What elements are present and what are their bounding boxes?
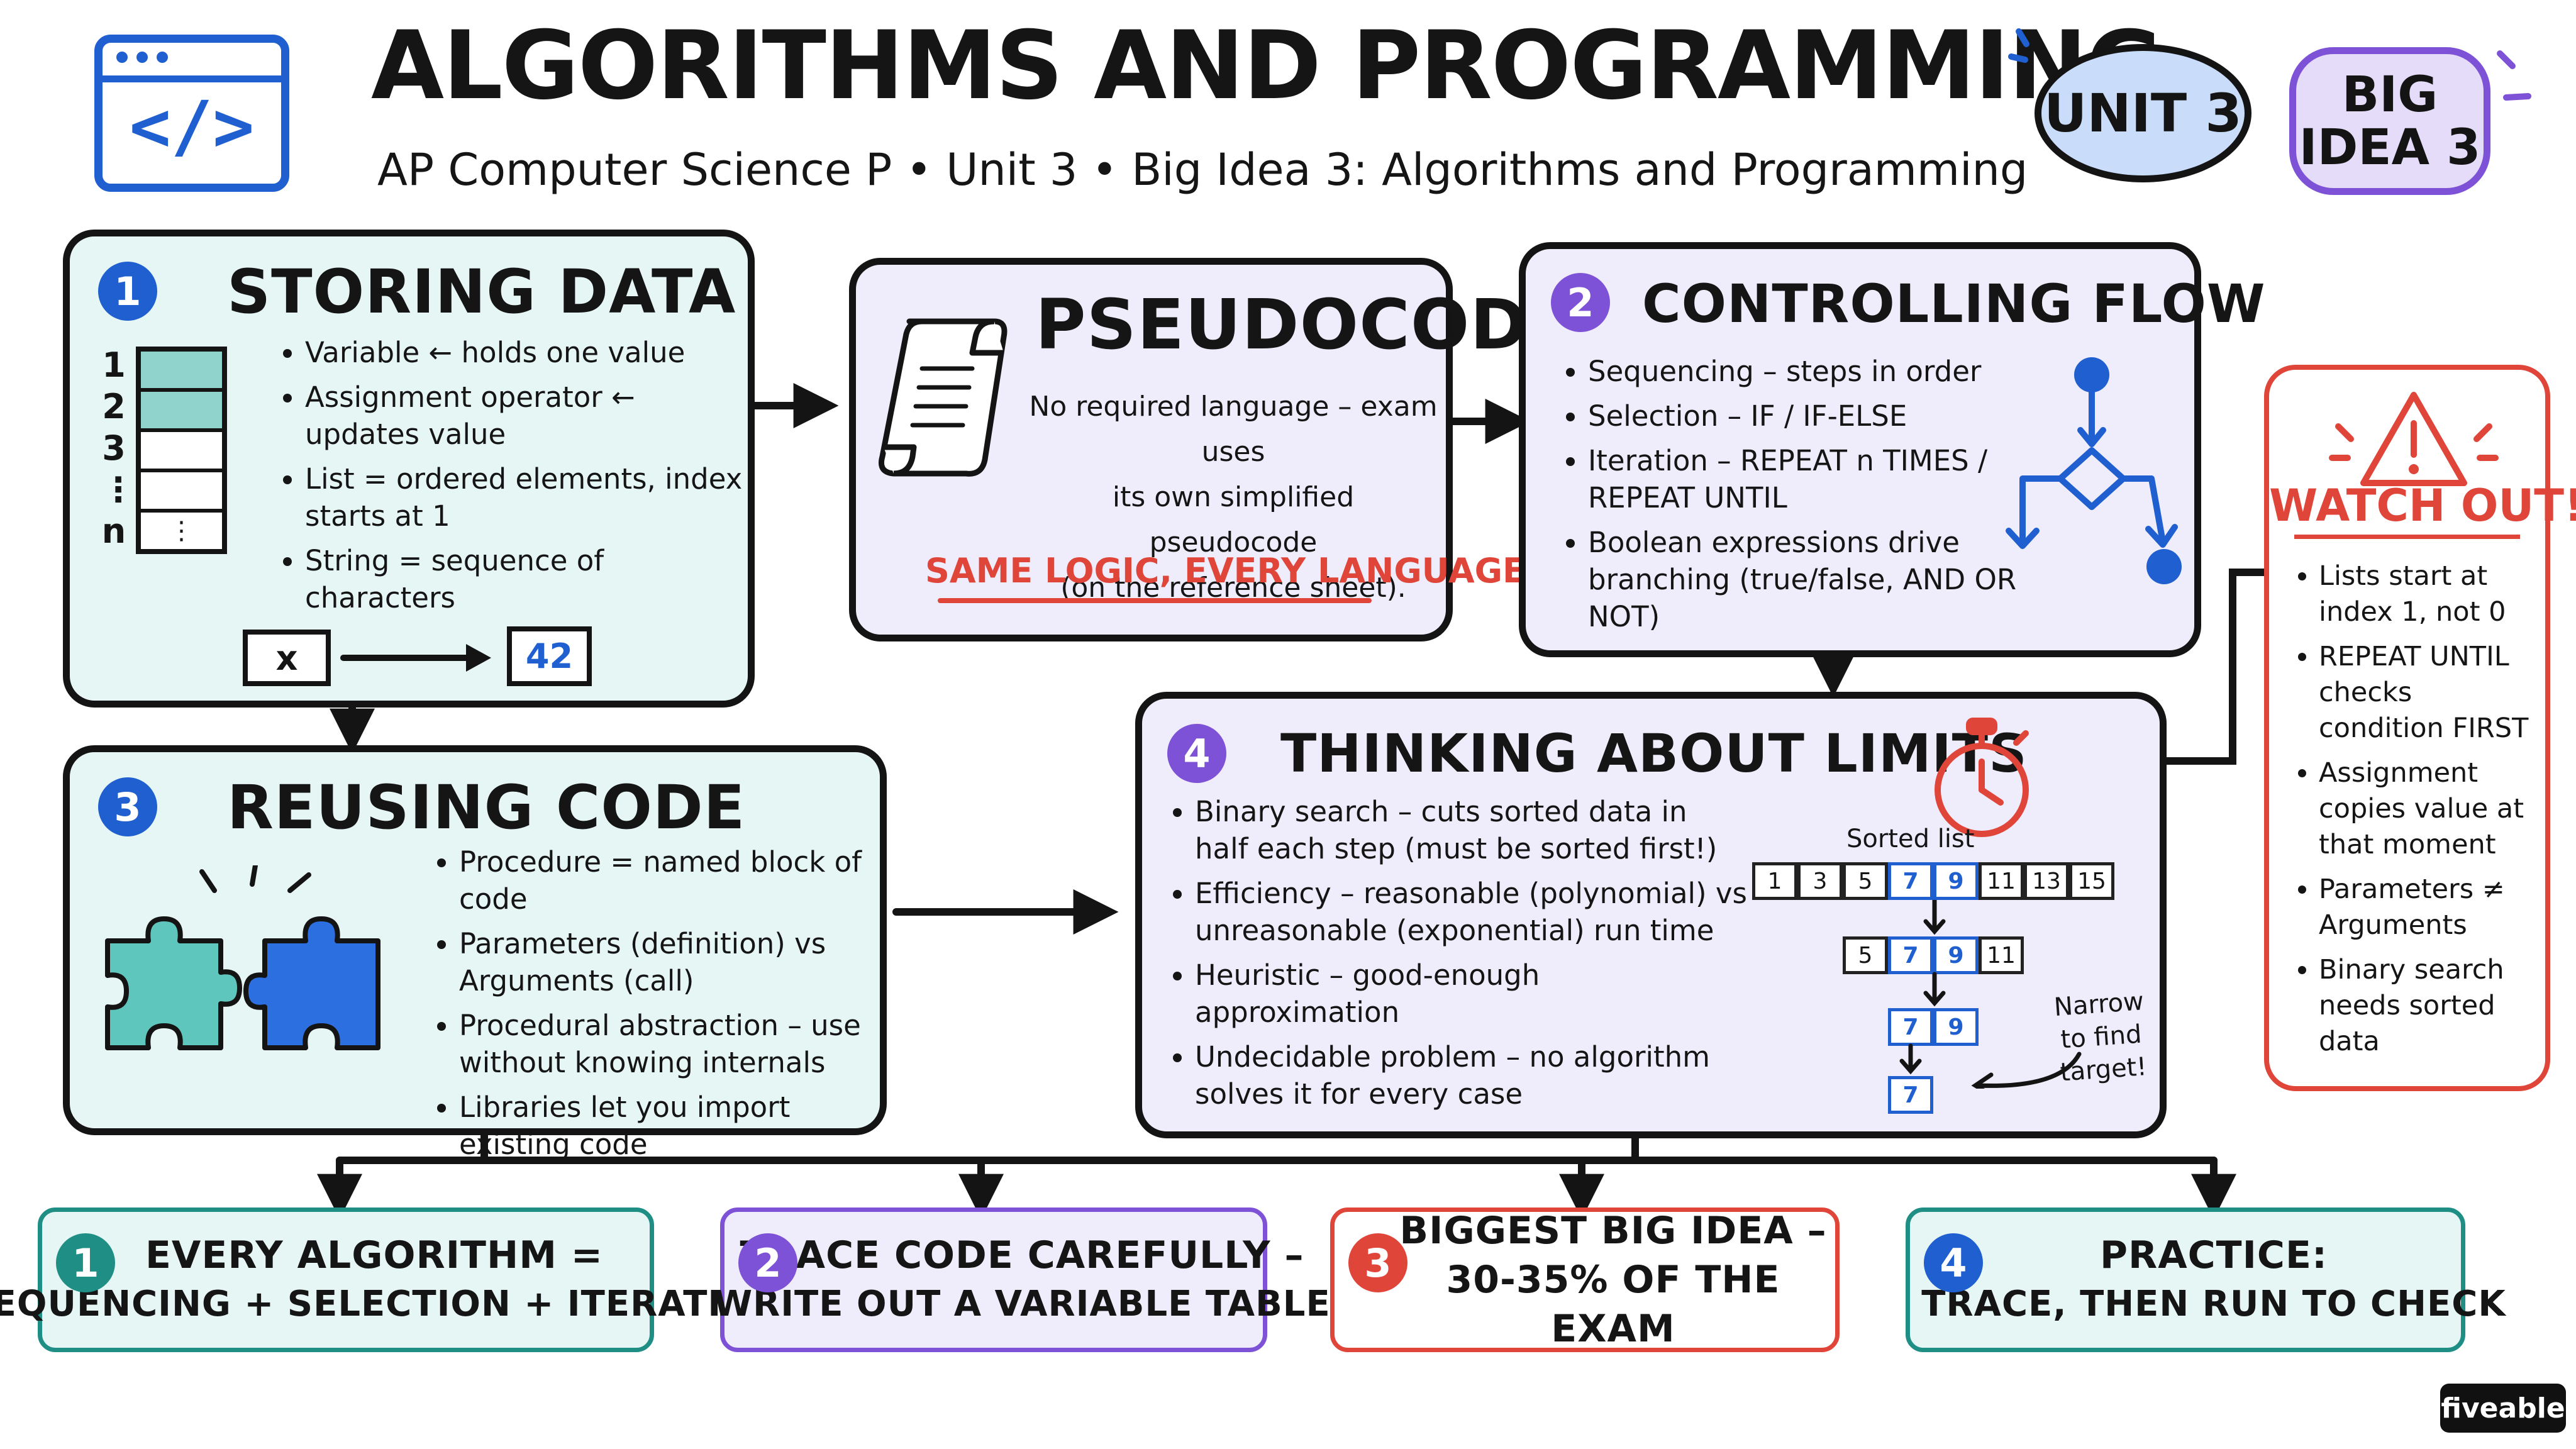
list-item: Assignment copies value at that moment (2319, 755, 2545, 863)
reusing-bullets: Procedure = named block of code Paramete… (431, 843, 899, 1170)
watch-out-bullets: Lists start at index 1, not 0 REPEAT UNT… (2291, 558, 2545, 1069)
list-item: Parameters (definition) vs Arguments (ca… (459, 925, 899, 999)
card-title: PSEUDOCODE (1035, 284, 1576, 365)
variable-box: x (243, 630, 331, 686)
takeaway-text: TRACE CODE CAREFULLY – WRITE OUT A VARIA… (713, 1233, 1331, 1324)
list-cell: 15 (2069, 862, 2114, 900)
page-title: ALGORITHMS AND PROGRAMMING (371, 11, 2163, 121)
list-item: Procedural abstraction – use without kno… (459, 1007, 899, 1081)
list-cell-highlighted: 9 (1933, 1008, 1979, 1046)
watch-out-title: WATCH OUT! (2269, 480, 2576, 531)
card-title: THINKING ABOUT LIMITS (1280, 723, 2028, 784)
puzzle-piece-teal (105, 916, 242, 1050)
flowchart-icon (2006, 357, 2182, 584)
list-cell-highlighted: 7 (1888, 1008, 1933, 1046)
tagline-underline (938, 598, 1372, 603)
card-title: REUSING CODE (227, 772, 746, 843)
pseudocode-card: PSEUDOCODE No required language – exam u… (849, 258, 1575, 641)
step-number-badge: 4 (1924, 1233, 1983, 1292)
puzzle-pieces-icon (105, 865, 380, 1050)
watch-out-card: WATCH OUT! Lists start at index 1, not 0… (2264, 365, 2576, 1091)
scroll-icon (879, 318, 1008, 477)
watch-out-underline (2294, 535, 2520, 539)
sparkle-icon (2497, 50, 2531, 101)
sorted-list-label: Sorted list (1846, 824, 1975, 853)
list-item: Selection – IF / IF-ELSE (1588, 397, 2079, 435)
list-cell-highlighted: 7 (1888, 1076, 1933, 1114)
list-cell: 5 (1843, 936, 1888, 974)
list-item: Efficiency – reasonable (polynomial) vs … (1195, 875, 1748, 949)
unit-badge: UNIT 3 (2035, 44, 2251, 182)
step-number-badge: 4 (1167, 724, 1226, 783)
step-number-badge: 2 (1551, 273, 1610, 332)
takeaway-card-2: 2 TRACE CODE CAREFULLY – WRITE OUT A VAR… (713, 1208, 1330, 1352)
narrow-note: Narrow to find target! (2053, 987, 2148, 1087)
list-cell: 11 (1979, 936, 2024, 974)
limits-bullets: Binary search – cuts sorted data in half… (1167, 793, 1748, 1120)
list-item: Sequencing – steps in order (1588, 353, 2079, 390)
binary-search-arrows (1899, 900, 2082, 1089)
list-cell: 13 (2024, 862, 2069, 900)
controlling-flow-card: 2 CONTROLLING FLOW Sequencing – steps in… (1519, 242, 2265, 657)
storing-data-card: 1 STORING DATA 1 2 3 ⋮ n ⋮ Variable ← ho… (63, 230, 755, 708)
list-item: Binary search – cuts sorted data in half… (1195, 793, 1748, 867)
assignment-arrow-icon (340, 644, 491, 672)
stopwatch-icon (1935, 718, 2029, 837)
takeaway-text: PRACTICE: TRACE, THEN RUN TO CHECK (1921, 1233, 2506, 1324)
list-cell: 11 (1979, 862, 2024, 900)
value-box: 42 (507, 626, 592, 686)
list-item: Assignment operator ← updates value (305, 379, 758, 453)
list-item: Procedure = named block of code (459, 843, 899, 918)
card-title: STORING DATA (227, 257, 736, 327)
step-number-badge: 1 (98, 262, 157, 321)
step-number-badge: 3 (98, 777, 157, 836)
puzzle-piece-blue (243, 916, 380, 1050)
list-item: Boolean expressions drive branching (tru… (1588, 524, 2079, 635)
step-number-badge: 3 (1348, 1233, 1407, 1292)
takeaway-card-3: 3 BIGGEST BIG IDEA – 30-35% OF THE EXAM (1330, 1208, 1840, 1352)
takeaway-text: BIGGEST BIG IDEA – 30-35% OF THE EXAM (1399, 1209, 1827, 1351)
list-cell-highlighted: 7 (1888, 936, 1933, 974)
list-cell: 5 (1843, 862, 1888, 900)
thinking-about-limits-card: 4 THINKING ABOUT LIMITS Binary search – … (1135, 692, 2167, 1138)
code-glyph: </> (129, 86, 255, 167)
list-cell: 3 (1797, 862, 1843, 900)
list-item: Variable ← holds one value (305, 334, 758, 371)
sparkle-icon (2008, 28, 2029, 63)
page-subtitle: AP Computer Science P • Unit 3 • Big Ide… (377, 144, 2028, 196)
step-number-badge: 1 (56, 1233, 115, 1292)
control-bullets: Sequencing – steps in order Selection – … (1560, 353, 2079, 643)
code-window-icon: </> (94, 35, 289, 192)
takeaway-text: EVERY ALGORITHM = SEQUENCING + SELECTION… (0, 1233, 782, 1324)
list-index-labels: 1 2 3 ⋮ n (101, 345, 135, 551)
list-cell: 1 (1752, 862, 1797, 900)
takeaway-card-4: 4 PRACTICE: TRACE, THEN RUN TO CHECK (1906, 1208, 2506, 1352)
pseudocode-tagline: SAME LOGIC, EVERY LANGUAGE. (925, 551, 1539, 591)
list-item: List = ordered elements, index starts at… (305, 460, 758, 535)
big-idea-badge: BIG IDEA 3 (2289, 47, 2490, 195)
list-item: Binary search needs sorted data (2319, 952, 2545, 1060)
step-number-badge: 2 (738, 1233, 797, 1292)
list-item: Undecidable problem – no algorithm solve… (1195, 1038, 1748, 1113)
reusing-code-card: 3 REUSING CODE Procedure = named block o… (63, 745, 887, 1161)
list-item: REPEAT UNTIL checks condition FIRST (2319, 639, 2545, 747)
list-cell-highlighted: 7 (1888, 862, 1933, 900)
list-cell-highlighted: 9 (1933, 936, 1979, 974)
list-item: String = sequence of characters (305, 542, 758, 616)
list-item: Libraries let you import existing code (459, 1089, 899, 1163)
warning-triangle-icon (2329, 392, 2499, 486)
fiveable-logo: fiveable (2440, 1384, 2566, 1433)
card-title: CONTROLLING FLOW (1642, 273, 2266, 335)
list-item: Heuristic – good-enough approximation (1195, 957, 1748, 1031)
list-cell-highlighted: 9 (1933, 862, 1979, 900)
storing-bullets: Variable ← holds one value Assignment op… (277, 334, 758, 624)
takeaway-card-1: 1 EVERY ALGORITHM = SEQUENCING + SELECTI… (0, 1208, 782, 1352)
pseudocode-description: No required language – exam uses its own… (1029, 391, 1438, 604)
list-item: Lists start at index 1, not 0 (2319, 558, 2545, 630)
list-item: Parameters ≠ Arguments (2319, 872, 2545, 943)
list-item: Iteration – REPEAT n TIMES / REPEAT UNTI… (1588, 442, 2079, 516)
list-array-icon: ⋮ (136, 347, 227, 554)
